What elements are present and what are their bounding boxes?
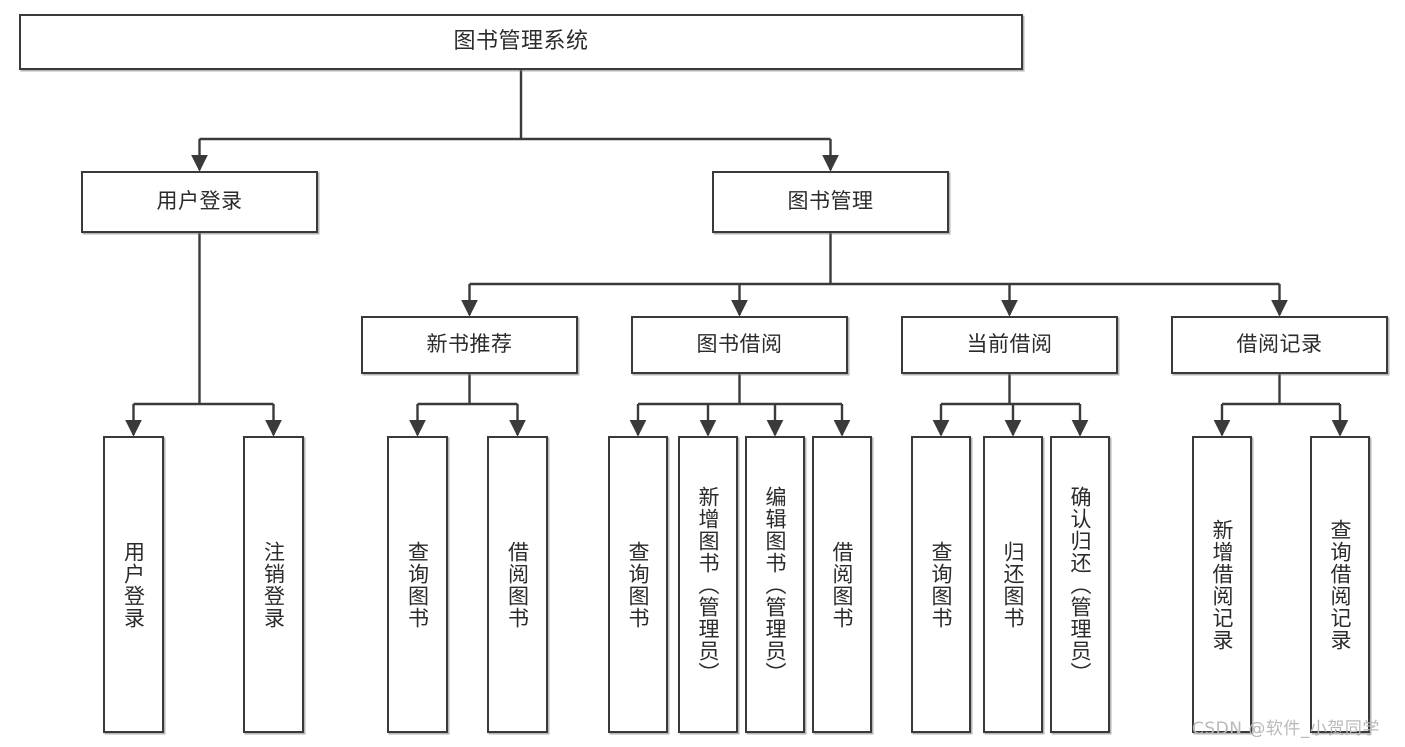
node-leaf-edit-book[interactable]: 编辑图书（管理员） <box>745 436 805 733</box>
node-leaf-query-book-2[interactable]: 查询图书 <box>608 436 668 733</box>
node-leaf-confirm-return[interactable]: 确认归还（管理员） <box>1050 436 1110 733</box>
node-leaf-user-logout[interactable]: 注销登录 <box>243 436 304 733</box>
node-label: 图书管理 <box>787 189 874 214</box>
node-leaf-return-book[interactable]: 归还图书 <box>983 436 1043 733</box>
node-label: 确认归还（管理员） <box>1068 485 1093 684</box>
node-book-manage[interactable]: 图书管理 <box>712 171 949 233</box>
node-label: 用户登录 <box>121 540 146 629</box>
node-label: 归还图书 <box>1001 540 1026 629</box>
node-leaf-borrow-book-2[interactable]: 借阅图书 <box>812 436 872 733</box>
node-label: 编辑图书（管理员） <box>763 485 788 684</box>
node-label: 查询图书 <box>626 540 651 629</box>
csdn-watermark: CSDN @软件_小贺同学 <box>1192 719 1380 739</box>
node-borrow-record[interactable]: 借阅记录 <box>1171 316 1388 374</box>
node-leaf-borrow-book-1[interactable]: 借阅图书 <box>487 436 548 733</box>
node-leaf-query-record[interactable]: 查询借阅记录 <box>1310 436 1370 733</box>
node-label: 借阅图书 <box>830 540 855 629</box>
node-label: 查询图书 <box>929 540 954 629</box>
node-leaf-add-book[interactable]: 新增图书（管理员） <box>678 436 738 733</box>
node-label: 图书借阅 <box>696 332 783 357</box>
node-leaf-query-book-3[interactable]: 查询图书 <box>911 436 971 733</box>
node-current-borrow[interactable]: 当前借阅 <box>901 316 1118 374</box>
node-label: 查询借阅记录 <box>1328 518 1353 651</box>
node-label: 查询图书 <box>405 540 430 629</box>
node-root[interactable]: 图书管理系统 <box>19 14 1023 70</box>
node-leaf-add-record[interactable]: 新增借阅记录 <box>1192 436 1252 733</box>
node-label: 新书推荐 <box>426 332 513 357</box>
node-book-borrow[interactable]: 图书借阅 <box>631 316 848 374</box>
node-label: 注销登录 <box>261 540 286 629</box>
node-label: 借阅记录 <box>1236 332 1323 357</box>
node-label: 当前借阅 <box>966 332 1053 357</box>
node-label: 借阅图书 <box>505 540 530 629</box>
node-leaf-query-book-1[interactable]: 查询图书 <box>387 436 448 733</box>
node-leaf-user-login[interactable]: 用户登录 <box>103 436 164 733</box>
node-label: 用户登录 <box>156 189 243 214</box>
node-label: 新增借阅记录 <box>1210 518 1235 651</box>
node-new-book-rec[interactable]: 新书推荐 <box>361 316 578 374</box>
node-label: 新增图书（管理员） <box>696 485 721 684</box>
node-user-login[interactable]: 用户登录 <box>81 171 318 233</box>
node-label: 图书管理系统 <box>453 28 589 54</box>
